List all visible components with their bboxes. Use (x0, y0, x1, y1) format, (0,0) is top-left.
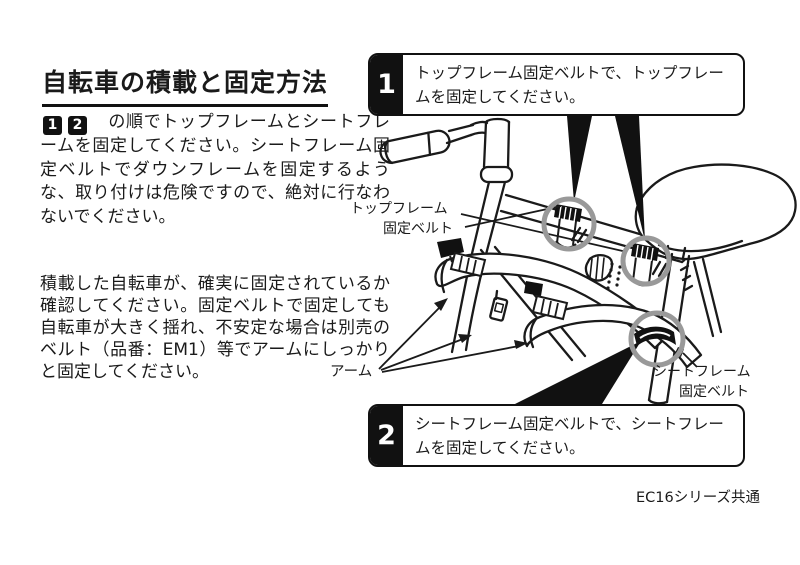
label-seat-frame-belt: シートフレーム 固定ベルト (653, 362, 751, 402)
step1-number-badge: 1 (370, 55, 403, 114)
intro-text: の順でトップフレームとシートフレームを固定してください。シートフレーム固定ベルト… (40, 112, 390, 227)
wedge-step1-right (615, 116, 645, 241)
step1-instruction: トップフレーム固定ベルトで、トップフレームを固定してください。 (415, 64, 724, 106)
label-top-frame-belt-line1: トップフレーム (350, 201, 448, 217)
carrier-arm-lower (523, 303, 703, 369)
step2-callout-box: 2 シートフレーム固定ベルトで、シートフレームを固定してください。 (368, 404, 745, 467)
highlight-ring-topframe-2 (620, 235, 672, 287)
step2-inline-badge: 2 (68, 116, 87, 135)
handlebar-grip (379, 129, 451, 165)
page-title: 自転車の積載と固定方法 (42, 63, 329, 107)
label-top-frame-belt: トップフレーム 固定ベルト (350, 199, 453, 239)
saddle (634, 163, 797, 261)
step2-number-badge: 2 (370, 406, 403, 465)
label-seat-frame-belt-line2: 固定ベルト (679, 384, 749, 400)
step1-callout-box: 1 トップフレーム固定ベルトで、トップフレームを固定してください。 (368, 53, 745, 116)
highlight-rings (541, 196, 686, 368)
wedge-step1-left (567, 116, 592, 202)
check-paragraph: 積載した自転車が、確実に固定されているか確認してください。固定ベルトで固定しても… (40, 274, 390, 382)
step1-inline-badge: 1 (43, 116, 62, 135)
highlight-ring-topframe-1 (541, 196, 597, 252)
label-seat-frame-belt-line1: シートフレーム (653, 364, 751, 380)
dotted-detail (606, 262, 622, 290)
highlight-ring-seatframe (628, 310, 686, 368)
label-arm: アーム (330, 364, 373, 380)
callout-wedges (515, 116, 645, 404)
label-top-frame-belt-line2: 固定ベルト (383, 221, 453, 237)
series-footnote: EC16シリーズ共通 (636, 490, 761, 506)
step2-instruction: シートフレーム固定ベルトで、シートフレームを固定してください。 (415, 415, 724, 457)
wedge-step2 (515, 341, 641, 404)
